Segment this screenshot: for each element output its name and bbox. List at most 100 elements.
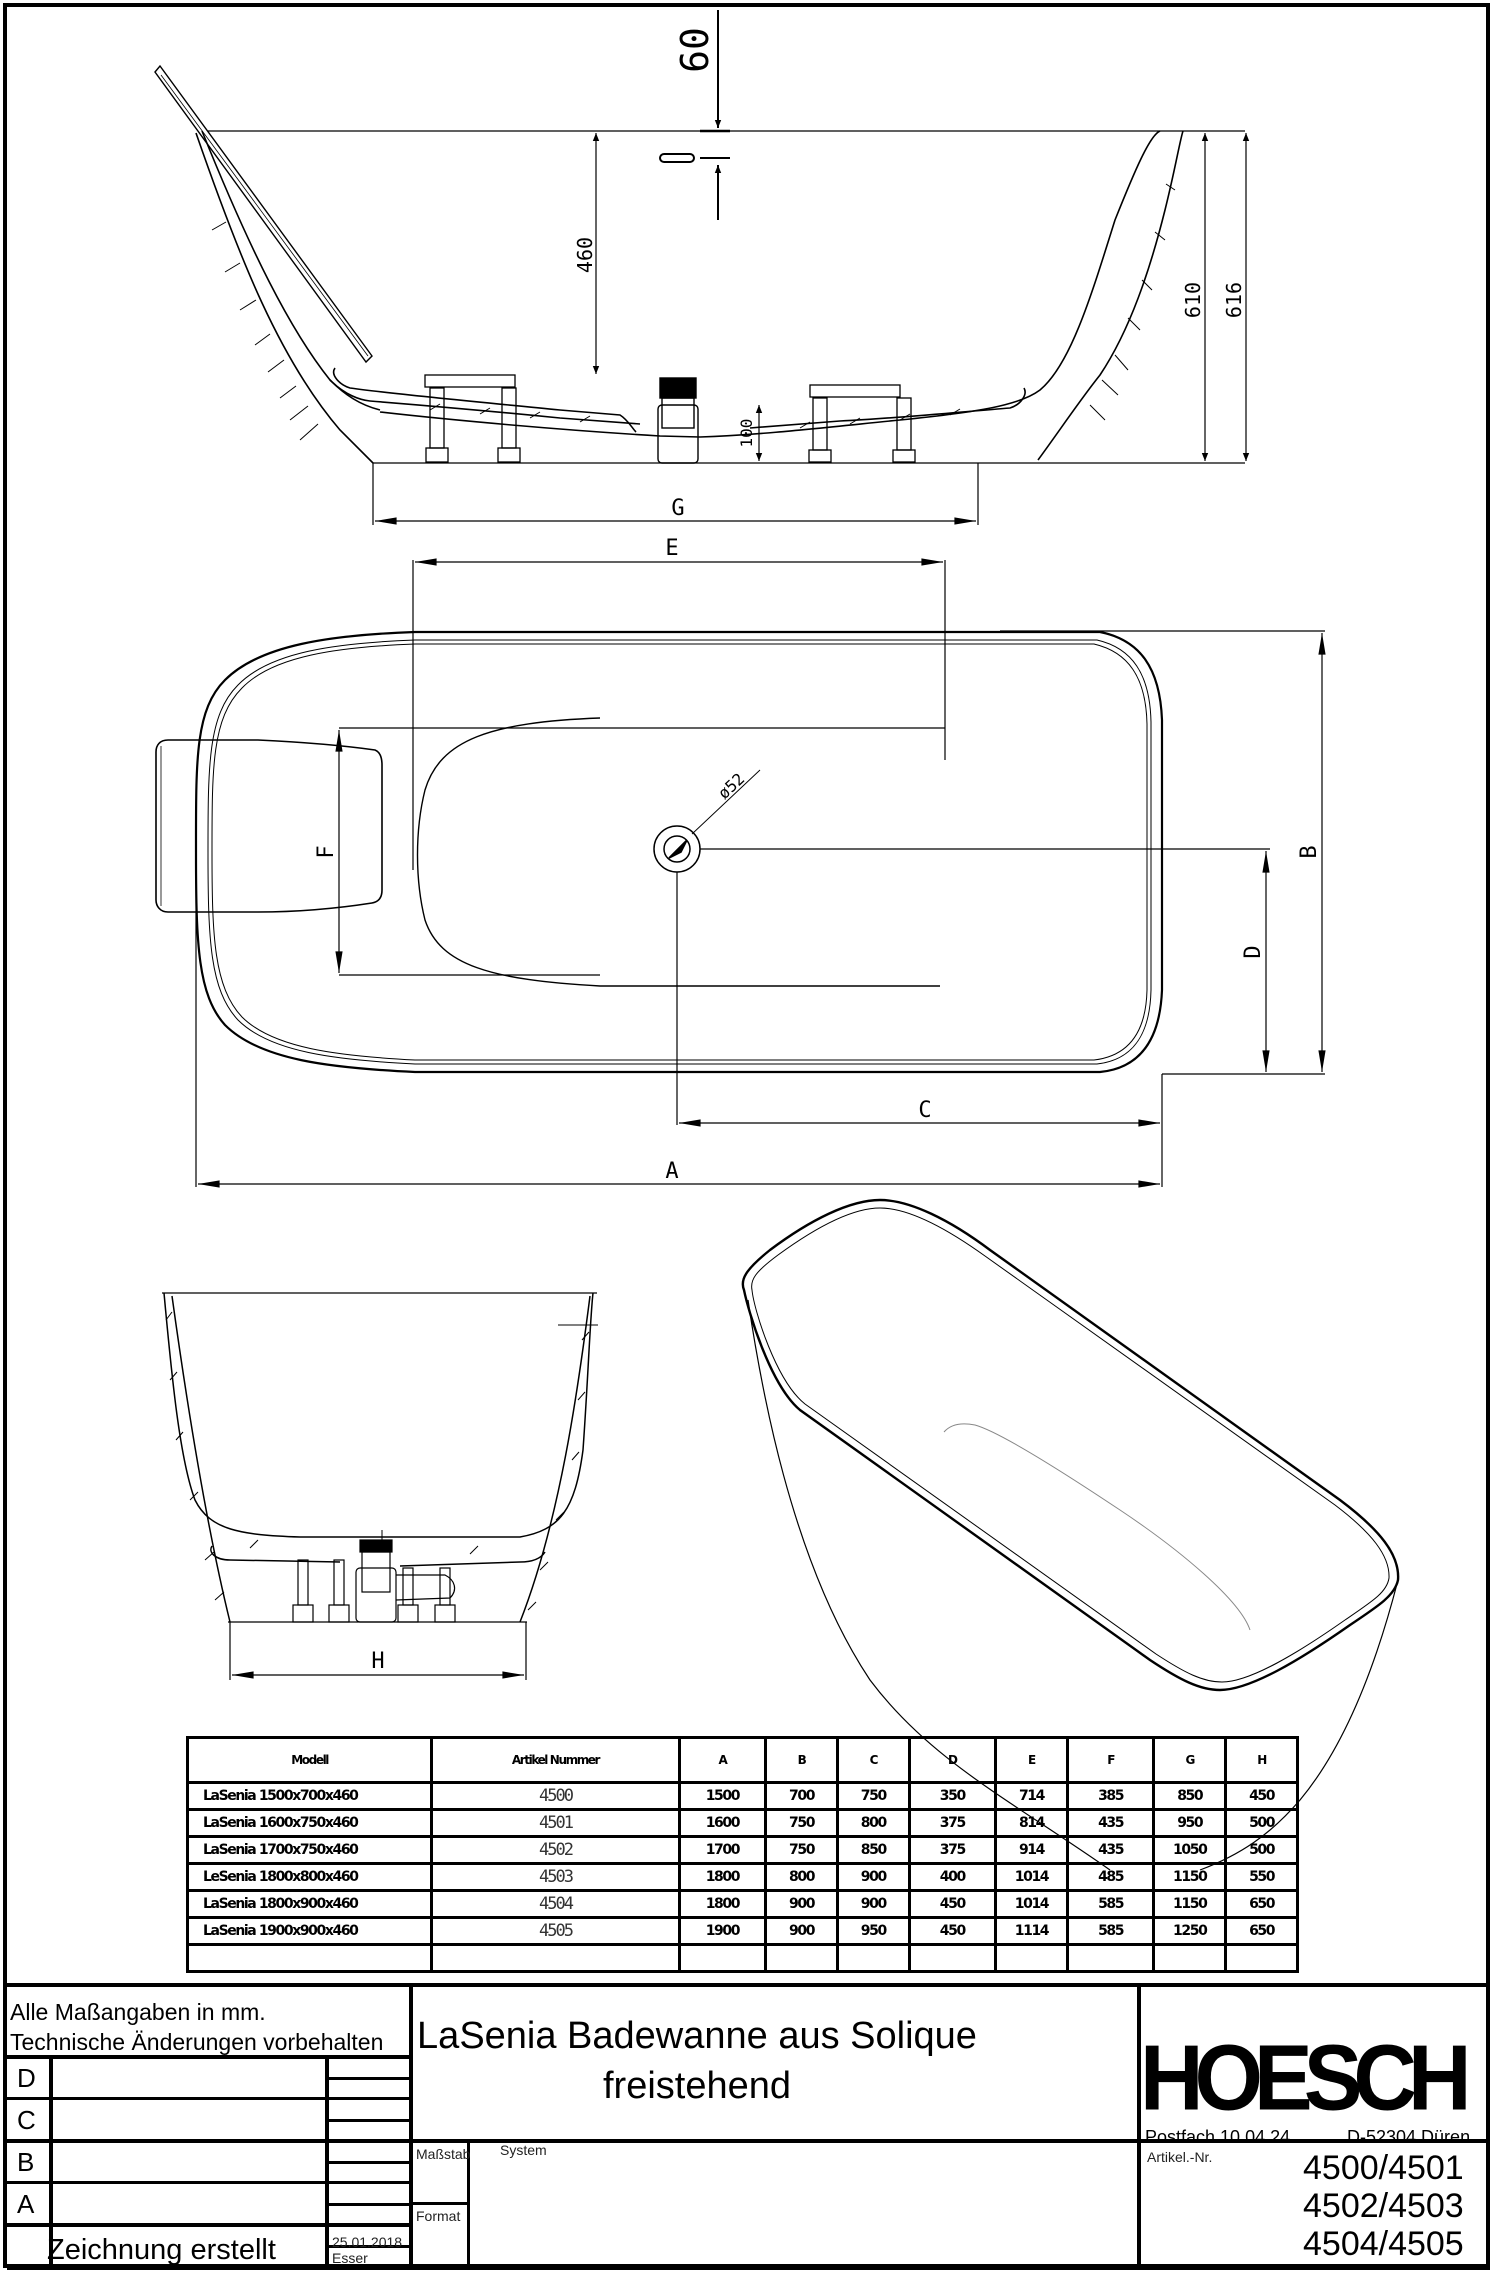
table-row: LeSenia 1800x800x460 4503 1800 800 900 4…: [185, 1862, 1299, 1892]
col-header-b: B: [764, 1736, 839, 1784]
dim-label-b: B: [1297, 845, 1322, 858]
created-date: 25.01.2018: [332, 2234, 403, 2250]
cell-f: 485: [1065, 1862, 1156, 1892]
cell-a: 1900: [677, 1916, 768, 1946]
cell-b: 700: [764, 1781, 839, 1811]
revision-a: A: [17, 2189, 35, 2219]
plan-view: [155, 558, 1326, 1188]
cell-e: 1014: [993, 1889, 1069, 1919]
empty-cell: [993, 1943, 1069, 1973]
divider: [467, 2139, 470, 2268]
created-label: Zeichnung erstellt: [47, 2234, 276, 2266]
cell-article: 4500: [430, 1781, 681, 1811]
dimension-spec-table: Modell Artikel Nummer A B C D E F G H La…: [185, 1736, 1299, 1973]
cell-h: 650: [1224, 1916, 1299, 1946]
cell-h: 500: [1224, 1835, 1299, 1865]
empty-cell: [764, 1943, 839, 1973]
note-changes: Technische Änderungen vorbehalten: [10, 2029, 384, 2055]
divider: [7, 2223, 409, 2227]
empty-cell: [1065, 1943, 1156, 1973]
dim-label-f: F: [314, 845, 339, 858]
format-label: Format: [416, 2208, 461, 2224]
note-units: Alle Maßangaben in mm.: [10, 1999, 266, 2025]
divider: [325, 2161, 409, 2164]
cell-b: 900: [764, 1916, 839, 1946]
divider: [7, 2266, 1490, 2270]
cell-article: 4504: [430, 1889, 681, 1919]
divider: [7, 2055, 409, 2059]
dim-label-d: D: [1241, 945, 1266, 958]
table-row: LaSenia 1700x750x460 4502 1700 750 850 3…: [185, 1835, 1299, 1865]
system-label: System: [500, 2142, 547, 2158]
empty-cell: [1152, 1943, 1228, 1973]
divider: [7, 2097, 409, 2100]
cell-d: 375: [907, 1808, 997, 1838]
dim-drain-diameter: ø52: [714, 769, 748, 803]
table-header-row: Modell Artikel Nummer A B C D E F G H: [185, 1736, 1299, 1784]
revision-c: C: [17, 2105, 36, 2135]
dim-label-c: C: [918, 1098, 931, 1123]
empty-cell: [677, 1943, 768, 1973]
dim-label-e: E: [665, 536, 678, 561]
cell-d: 450: [907, 1916, 997, 1946]
cell-b: 750: [764, 1808, 839, 1838]
cell-a: 1600: [677, 1808, 768, 1838]
table-row-empty: [185, 1943, 1299, 1973]
cell-e: 1114: [993, 1916, 1069, 1946]
cell-c: 900: [835, 1862, 911, 1892]
col-header-article: Artikel Nummer: [430, 1736, 681, 1784]
cell-d: 350: [907, 1781, 997, 1811]
empty-cell: [835, 1943, 911, 1973]
cell-c: 750: [835, 1781, 911, 1811]
cell-g: 1050: [1152, 1835, 1228, 1865]
col-header-e: E: [993, 1736, 1069, 1784]
scale-label: Maßstab: [416, 2146, 471, 2162]
dim-drain-100: 100: [737, 419, 756, 448]
cell-article: 4502: [430, 1835, 681, 1865]
cell-f: 585: [1065, 1916, 1156, 1946]
dim-rim-616: 616: [1222, 282, 1246, 318]
cell-b: 900: [764, 1889, 839, 1919]
dim-label-h: H: [371, 1649, 384, 1674]
cell-c: 950: [835, 1916, 911, 1946]
divider: [409, 1987, 413, 2268]
title-block: Alle Maßangaben in mm. Technische Änderu…: [7, 1983, 1490, 2270]
cell-h: 550: [1224, 1862, 1299, 1892]
cell-g: 950: [1152, 1808, 1228, 1838]
article-number-line-3: 4504/4505: [1303, 2225, 1464, 2263]
dim-water-depth: 460: [573, 237, 597, 273]
cell-c: 800: [835, 1808, 911, 1838]
empty-cell: [1224, 1943, 1299, 1973]
empty-cell: [185, 1943, 434, 1973]
cell-b: 750: [764, 1835, 839, 1865]
divider: [325, 2203, 409, 2206]
cell-e: 814: [993, 1808, 1069, 1838]
article-number-line-2: 4502/4503: [1303, 2187, 1464, 2225]
table-row: LaSenia 1900x900x460 4505 1900 900 950 4…: [185, 1916, 1299, 1946]
article-number-line-1: 4500/4501: [1303, 2149, 1464, 2187]
cell-article: 4503: [430, 1862, 681, 1892]
empty-cell: [430, 1943, 681, 1973]
end-section-view: [162, 1292, 598, 1680]
divider: [325, 2119, 409, 2122]
cell-h: 500: [1224, 1808, 1299, 1838]
cell-model: LaSenia 1700x750x460: [185, 1835, 434, 1865]
cell-f: 435: [1065, 1808, 1156, 1838]
table-row: LaSenia 1500x700x460 4500 1500 700 750 3…: [185, 1781, 1299, 1811]
col-header-a: A: [677, 1736, 768, 1784]
cell-model: LaSenia 1500x700x460: [185, 1781, 434, 1811]
cell-a: 1800: [677, 1862, 768, 1892]
divider: [7, 2181, 409, 2184]
cell-g: 1250: [1152, 1916, 1228, 1946]
cell-f: 585: [1065, 1889, 1156, 1919]
drawing-subtitle: freistehend: [602, 2065, 791, 2107]
cell-f: 435: [1065, 1835, 1156, 1865]
isometric-view: [741, 1198, 1400, 1871]
cell-c: 850: [835, 1835, 911, 1865]
address-city: D-52304 Düren: [1347, 2127, 1471, 2147]
cell-g: 850: [1152, 1781, 1228, 1811]
cell-h: 450: [1224, 1781, 1299, 1811]
cell-model: LaSenia 1800x900x460: [185, 1889, 434, 1919]
cell-d: 375: [907, 1835, 997, 1865]
divider: [7, 2139, 1490, 2143]
